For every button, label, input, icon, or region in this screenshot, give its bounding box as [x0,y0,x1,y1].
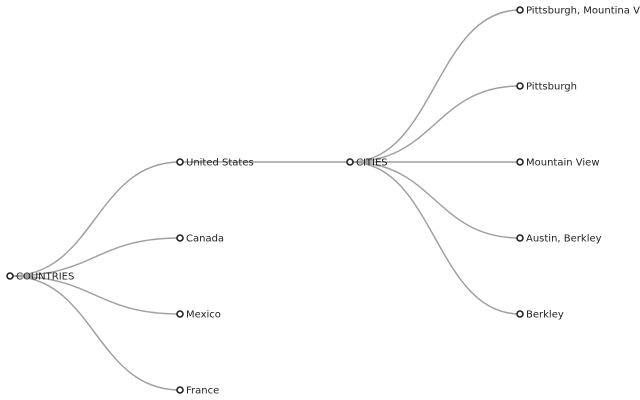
node-circle-icon[interactable] [176,234,184,242]
node-circle-icon[interactable] [516,234,524,242]
node-label: Mexico [186,310,221,321]
tree-node[interactable]: Canada [176,234,224,245]
node-circle-icon[interactable] [516,310,524,318]
node-circle-icon[interactable] [176,310,184,318]
node-label: Canada [186,234,224,245]
node-label: France [186,386,219,397]
node-circle-icon[interactable] [516,82,524,90]
node-label: Mountain View [526,158,600,169]
node-label: Pittsburgh [526,82,577,93]
node-circle-icon[interactable] [516,158,524,166]
tree-node[interactable]: Pittsburgh [516,82,577,93]
tree-link-5 [349,161,521,239]
node-label: Berkley [526,310,564,321]
tree-link-9 [9,275,181,391]
tree-link-7 [9,237,181,277]
tree-link-8 [9,275,181,315]
tree-link-6 [349,161,521,315]
links-layer [9,9,521,391]
node-circle-icon[interactable] [6,272,14,280]
node-label: Austin, Berkley [526,234,602,245]
tree-node[interactable]: Austin, Berkley [516,234,602,245]
node-circle-icon[interactable] [176,386,184,394]
tree-node[interactable]: Pittsburgh, Mountina View [516,6,640,17]
node-circle-icon[interactable] [516,6,524,14]
tree-link-3 [349,85,521,163]
node-label: CITIES [356,158,388,169]
node-label: United States [186,158,254,169]
tree-node[interactable]: France [176,386,219,397]
tree-link-0 [9,161,181,277]
tree-node[interactable]: Mexico [176,310,221,321]
node-label: Pittsburgh, Mountina View [526,6,640,17]
tree-node[interactable]: United States [176,158,254,169]
node-circle-icon[interactable] [176,158,184,166]
node-circle-icon[interactable] [346,158,354,166]
tree-node[interactable]: CITIES [346,158,388,169]
tree-link-2 [349,9,521,163]
tree-node[interactable]: COUNTRIES [6,272,74,283]
tree-node[interactable]: Mountain View [516,158,600,169]
nodes-layer: COUNTRIES United States CITIES Pittsburgh, … [6,6,640,397]
tree-node[interactable]: Berkley [516,310,564,321]
node-label: COUNTRIES [16,272,74,283]
